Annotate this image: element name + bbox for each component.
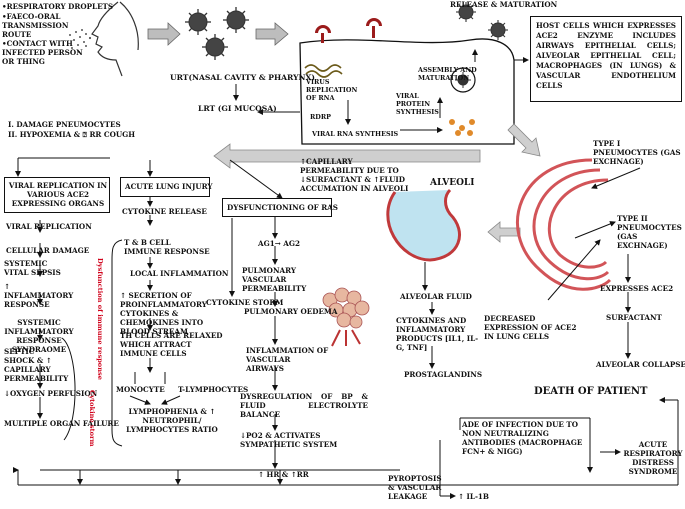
cytokine-storm-side: Cytokine storm	[88, 390, 96, 447]
col3-item: AG1→ AG2	[258, 239, 300, 248]
transmission-item: •Contact with infected person or thing	[2, 39, 83, 66]
damage-list: i. Damage pneumocytes ii. Hypoxemia & ⍰ …	[8, 120, 135, 140]
col1-item: Cellular damage	[6, 246, 90, 255]
col4-item: Alveolar fluid	[400, 292, 472, 301]
col3-item: Pulmonary vascular permeability	[242, 266, 307, 293]
alveolus-sac-icon	[386, 188, 461, 262]
grey-arrow-alveoli	[487, 221, 521, 243]
sneezing-face-icon	[91, 1, 139, 77]
col1-header-box: Viral replication in various ACE2 expres…	[4, 177, 110, 213]
type1-label: Type I pneumocytes (Gas exchnage)	[593, 139, 681, 166]
col4-item: Prostaglandins	[404, 370, 483, 379]
col3-header-box: Dysfunctioning of RAS	[222, 198, 338, 217]
col1-item: Viral replication	[6, 222, 92, 231]
col3-item: Pulmonary oedema	[244, 307, 338, 316]
col2-item: Monocyte	[116, 385, 165, 394]
col2-item: T & B cell immune response	[124, 238, 210, 256]
col5-item: Expresses ACE2	[600, 284, 674, 293]
col1-item: Multiple organ failure	[4, 419, 119, 428]
decreased-ace2: Decreased expression of ACE2 in lung cel…	[484, 314, 577, 341]
col3-item: Cytokine storm	[206, 298, 284, 307]
col3-item: ↑ HR & ↑RR	[258, 470, 309, 479]
type2-label: Type II pneumocytes (Gas exchnage)	[617, 214, 682, 250]
col2-item: TH cells are relaxed which attract immun…	[120, 331, 223, 358]
col1-item: Septic shock & ↑ capillary permeability	[4, 347, 69, 383]
death-label: Death of patient	[534, 386, 648, 397]
col2-item: Cytokine release	[122, 207, 207, 216]
urt-label: URT(Nasal cavity & pharynx)	[170, 73, 315, 82]
host-cells-box: Host cells which expresses ACE2 enzyme i…	[530, 16, 682, 102]
col2-item: ↑ Secretion of proinflammatory cytokines…	[120, 291, 207, 336]
col2-item: Lymphophenia & ↑ neutrophil/ lymphocytes…	[126, 407, 218, 434]
droplet-spray-icon	[69, 29, 92, 53]
transmission-item: •Faeco-oral transmission route	[2, 12, 69, 39]
col2-header: Acute lung injury	[125, 182, 213, 191]
capillary-text: ↑Capillary permeability due to ↓surfacta…	[300, 157, 409, 193]
host-cells-text: Host cells which expresses ACE2 enzyme i…	[536, 21, 676, 90]
col2-item: T-lymphocytes	[178, 385, 249, 394]
col3-header: Dysfunctioning of RAS	[227, 203, 338, 212]
cell-membrane	[299, 38, 515, 145]
ace2-receptor-icon	[315, 18, 382, 43]
transmission-item: •Respiratory droplets	[2, 2, 114, 11]
pyroptosis-label: Pyroptosis & vascular leakage	[388, 474, 442, 501]
col1-item: Systemic inflammatory response syndraome	[4, 318, 74, 354]
col3-item: Inflammation of vascular airways	[246, 346, 329, 373]
release-label: Release & Maturation	[450, 0, 558, 9]
viral-rna-label: Viral RNA synthesis	[312, 130, 399, 138]
col2-header-box: Acute lung injury	[120, 177, 213, 197]
viral-rna-icon	[304, 64, 343, 78]
ade-label: ADE of infection due to non neutralizing…	[462, 420, 583, 456]
col1-item: ↓Oxygen perfusion	[4, 389, 98, 398]
col3-item: ↓PO2 & activates sympathetic system	[240, 431, 338, 449]
transmission-list: •Respiratory droplets •Faeco-oral transm…	[2, 2, 113, 66]
grey-arrow-down-host	[507, 123, 541, 157]
col3-item: Dysregulation of BP & fluid electrolyte …	[240, 392, 368, 419]
viral-protein-dots	[449, 119, 475, 136]
il1b-label: ↑ IL-1β	[458, 492, 489, 501]
col1-header: Viral replication in various ACE2 expres…	[8, 181, 108, 208]
lrt-label: LRT (GI mucosa)	[198, 104, 277, 113]
dysfunction-label: Dysfunction of immune response	[96, 258, 104, 380]
col1-item: Systemic vital sepsis	[4, 259, 61, 277]
block-arrow-1	[147, 22, 181, 46]
col1-item: ↑ Inflammatory response	[4, 282, 74, 309]
grey-arrow-to-lrt	[213, 143, 481, 169]
alveolar-wall-arcs	[515, 158, 612, 291]
bracket	[111, 239, 123, 447]
viral-protein-label: Viral protein synthesis	[396, 92, 439, 116]
col5-item: Surfactant	[606, 313, 662, 322]
damage-item: i. Damage pneumocytes	[8, 120, 121, 129]
col2-item: Local inflammation	[130, 269, 229, 278]
virus-replication-label: Virus replication of RNA	[306, 78, 358, 102]
col5-item: Alveolar collapse	[596, 360, 685, 369]
bracket-2	[61, 337, 76, 441]
lung-alveoli-cluster-icon	[322, 287, 370, 347]
assembly-label: Assembly and maturation	[418, 66, 477, 82]
damage-item: ii. Hypoxemia & ⍰ RR cough	[8, 130, 136, 139]
ards-label: Acute respiratory distress syndrome	[623, 440, 683, 476]
block-arrow-2	[255, 22, 289, 46]
rdrp-label: RDRP	[310, 113, 331, 121]
alveoli-label: Alveoli	[430, 178, 475, 188]
